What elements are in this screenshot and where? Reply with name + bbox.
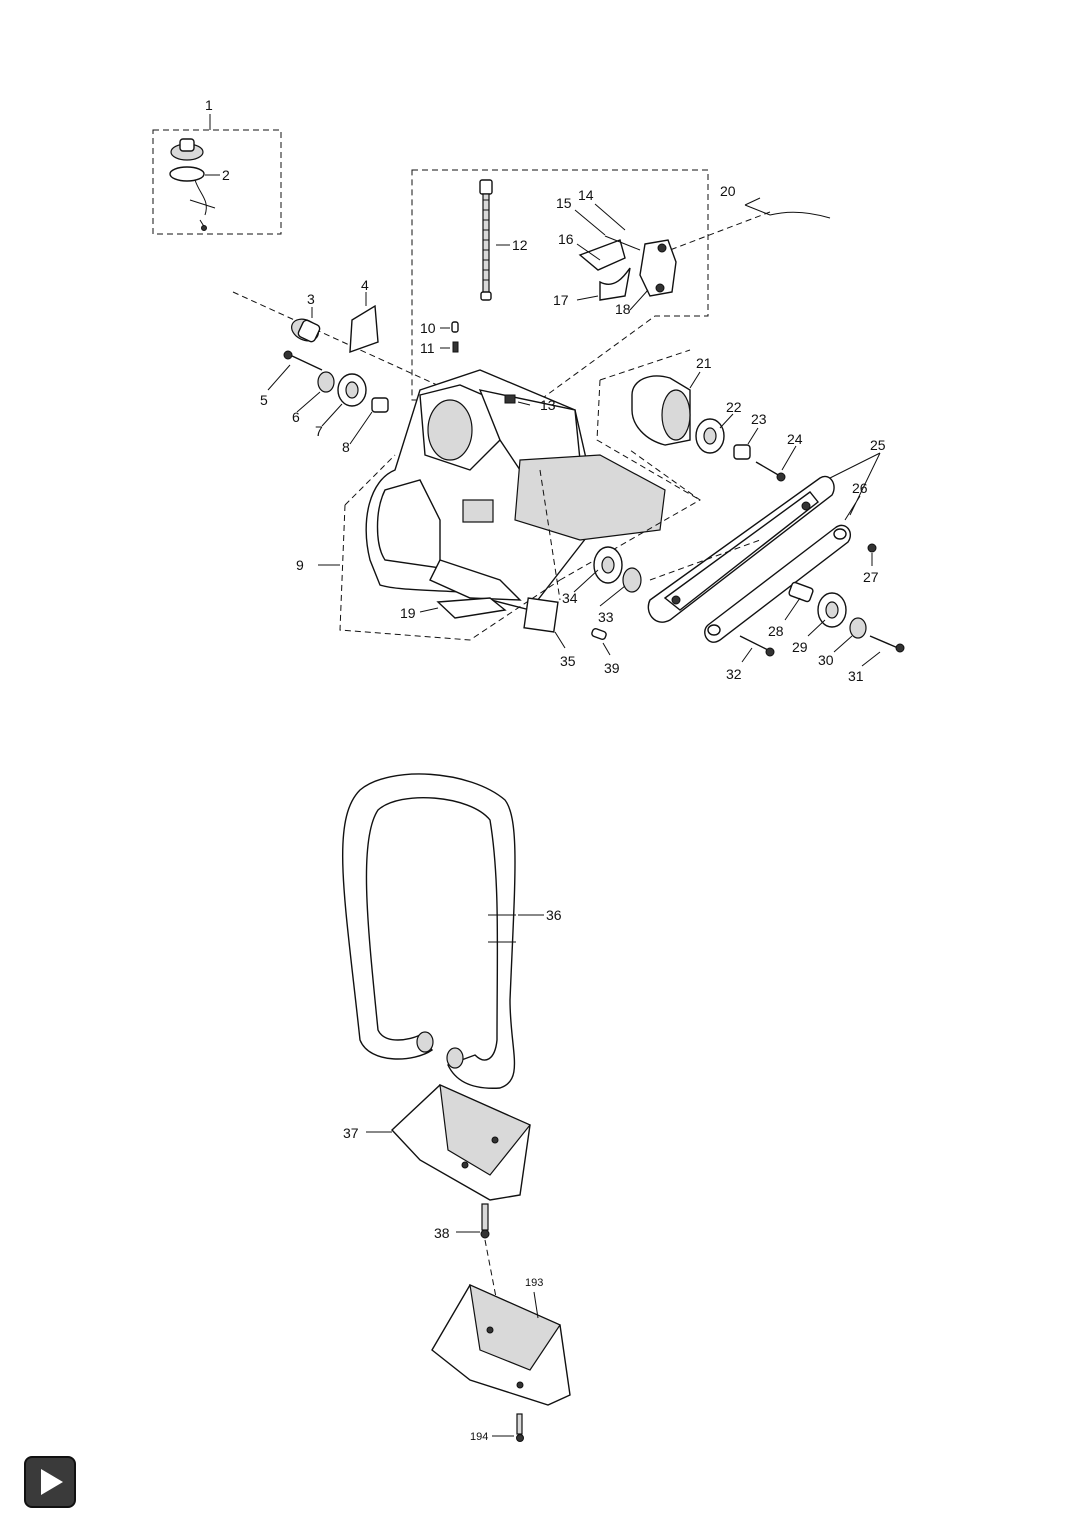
- play-button[interactable]: [24, 1456, 76, 1508]
- callout-26: 26: [852, 480, 868, 496]
- callout-5: 5: [260, 392, 268, 408]
- lower-assembly: [341, 773, 571, 1442]
- front-handle-bar: [341, 773, 516, 1089]
- callout-14: 14: [578, 187, 594, 203]
- filter-element: [291, 318, 321, 343]
- callout-39: 39: [604, 660, 620, 676]
- callout-10: 10: [420, 320, 436, 336]
- callout-11: 11: [420, 340, 435, 356]
- callout-32: 32: [726, 666, 742, 682]
- callout-17: 17: [553, 292, 569, 308]
- callout-194: 194: [470, 1431, 488, 1443]
- callout-15: 15: [556, 195, 572, 211]
- callout-27: 27: [863, 569, 879, 585]
- play-icon: [41, 1469, 63, 1495]
- group-box-12-18: [411, 169, 709, 401]
- decal: [523, 597, 559, 633]
- support-brackets: [647, 475, 852, 643]
- callout-2: 2: [222, 167, 230, 183]
- callout-34: 34: [562, 590, 578, 606]
- callout-25: 25: [870, 437, 886, 453]
- callout-37: 37: [343, 1125, 359, 1141]
- callout-7: 7: [315, 423, 323, 439]
- fuel-hose: [479, 179, 493, 301]
- callout-13: 13: [540, 397, 556, 413]
- callout-12: 12: [512, 237, 528, 253]
- throttle-wire: [744, 197, 831, 219]
- callout-30: 30: [818, 652, 834, 668]
- callout-24: 24: [787, 431, 803, 447]
- callout-33: 33: [598, 609, 614, 625]
- air-filter: [631, 375, 691, 446]
- group-box-1: [152, 129, 282, 235]
- callout-4: 4: [361, 277, 369, 293]
- callout-23: 23: [751, 411, 767, 427]
- callout-20: 20: [720, 183, 736, 199]
- handle-bracket-alt: [431, 1284, 571, 1406]
- callout-19: 19: [400, 605, 416, 621]
- callout-9: 9: [296, 557, 304, 573]
- fuel-cap: [169, 138, 216, 231]
- callout-29: 29: [792, 639, 808, 655]
- callout-22: 22: [726, 399, 742, 415]
- callout-labels-lower: 36 37 38 193 194: [343, 907, 562, 1443]
- bottom-plate: [436, 597, 507, 619]
- callout-3: 3: [307, 291, 315, 307]
- callout-8: 8: [342, 439, 350, 455]
- callout-35: 35: [560, 653, 576, 669]
- callout-labels-upper: 1 2 3 4 5 6 7 8 9 10 11 12 13 14 15 16 1…: [205, 97, 886, 684]
- callout-18: 18: [615, 301, 631, 317]
- callout-21: 21: [696, 355, 712, 371]
- callout-38: 38: [434, 1225, 450, 1241]
- callout-6: 6: [292, 409, 300, 425]
- throttle-parts: [578, 235, 677, 301]
- callout-31: 31: [848, 668, 864, 684]
- gasket-plate: [349, 304, 379, 354]
- callout-16: 16: [558, 231, 574, 247]
- upper-assembly: [152, 114, 905, 667]
- callout-1: 1: [205, 97, 213, 113]
- handle-bracket: [391, 1084, 531, 1201]
- callout-28: 28: [768, 623, 784, 639]
- callout-36: 36: [546, 907, 562, 923]
- callout-193: 193: [525, 1277, 543, 1289]
- rear-handle-housing: [365, 369, 666, 611]
